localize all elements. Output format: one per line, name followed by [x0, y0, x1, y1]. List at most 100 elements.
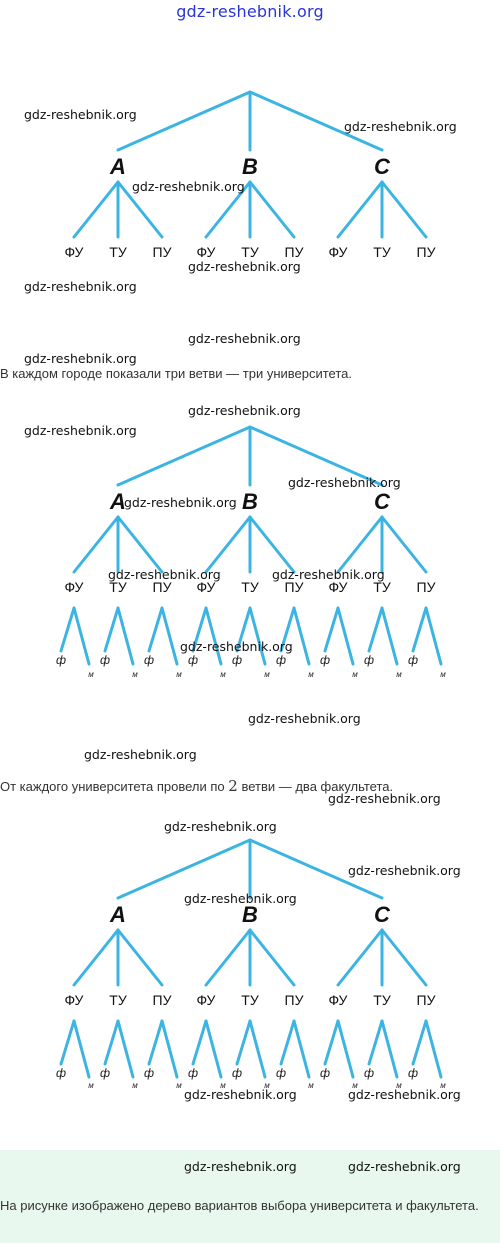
faculty-label: ф — [364, 653, 374, 667]
university-label: ФУ — [329, 244, 348, 260]
university-label: ПУ — [153, 244, 172, 260]
university-label: ТУ — [373, 579, 391, 595]
branch-line-university-faculty — [380, 606, 399, 666]
faculty-label: м — [352, 670, 358, 679]
branch-line-city-university — [72, 515, 120, 574]
faculty-label: м — [220, 1081, 226, 1090]
branch-line-university-faculty — [191, 606, 208, 653]
watermark: gdz-reshebnik.org — [248, 711, 361, 726]
branch-line-city-university — [248, 928, 296, 987]
caption-step-2: От каждого университета провели по 2 вет… — [0, 777, 393, 795]
branch-line-university-faculty — [292, 606, 311, 666]
watermark: gdz-reshebnik.org — [24, 351, 137, 366]
branch-line-university-faculty — [59, 1019, 76, 1066]
faculty-label: м — [440, 670, 446, 679]
university-label: ТУ — [373, 244, 391, 260]
university-label: ФУ — [329, 992, 348, 1008]
branch-line-city-university — [380, 928, 428, 987]
watermark: gdz-reshebnik.org — [184, 1159, 297, 1174]
branch-line-university-faculty — [204, 1019, 223, 1079]
watermark: gdz-reshebnik.org — [188, 403, 301, 418]
faculty-label: м — [396, 670, 402, 679]
watermark: gdz-reshebnik.org — [84, 747, 197, 762]
watermark-top[interactable]: gdz-reshebnik.org — [176, 2, 324, 21]
branch-line-city-university — [72, 180, 120, 239]
faculty-label: ф — [320, 653, 330, 667]
branch-line-university-faculty — [59, 606, 76, 653]
city-label: B — [242, 154, 258, 179]
branch-line-university-faculty — [336, 1019, 355, 1079]
university-label: ТУ — [241, 244, 259, 260]
branch-line-root-city — [116, 838, 252, 900]
faculty-label: ф — [364, 1066, 374, 1080]
branch-line-university-faculty — [292, 1019, 311, 1079]
faculty-label: ф — [232, 653, 242, 667]
branch-line-root-city — [116, 90, 252, 152]
branch-line-city-university — [336, 515, 384, 574]
city-label: A — [109, 154, 126, 179]
watermark: gdz-reshebnik.org — [24, 279, 137, 294]
university-label: ТУ — [373, 992, 391, 1008]
university-label: ПУ — [417, 992, 436, 1008]
faculty-label: м — [176, 670, 182, 679]
branch-line-city-university — [336, 928, 384, 987]
note-text: На рисунке изображено дерево вариантов в… — [0, 1198, 479, 1213]
branch-line-university-faculty — [103, 1019, 120, 1066]
city-label: B — [242, 489, 258, 514]
branch-line-city-university — [204, 928, 252, 987]
faculty-label: ф — [320, 1066, 330, 1080]
branch-line-city-university — [248, 180, 296, 239]
branch-line-root-city — [116, 425, 252, 487]
caption-step-2-before: От каждого университета провели по — [0, 779, 229, 794]
branch-line-city-university — [116, 180, 164, 239]
caption-step-1: В каждом городе показали три ветви — три… — [0, 366, 353, 381]
watermark: gdz-reshebnik.org — [188, 331, 301, 346]
caption-step-2-after: ветви — два факультета. — [237, 779, 394, 794]
university-label: ФУ — [197, 244, 216, 260]
branch-line-city-university — [204, 515, 252, 574]
watermark: gdz-reshebnik.org — [108, 567, 221, 582]
faculty-label: м — [308, 670, 314, 679]
university-label: ТУ — [109, 244, 127, 260]
branch-line-university-faculty — [411, 1019, 428, 1066]
branch-line-university-faculty — [323, 606, 340, 653]
branch-line-university-faculty — [235, 606, 252, 653]
branch-line-university-faculty — [248, 606, 267, 666]
university-label: ФУ — [65, 244, 84, 260]
branch-line-university-faculty — [204, 606, 223, 666]
university-label: ПУ — [153, 579, 172, 595]
faculty-label: м — [176, 1081, 182, 1090]
university-label: ТУ — [109, 992, 127, 1008]
watermark: gdz-reshebnik.org — [184, 1087, 297, 1102]
branch-line-university-faculty — [72, 606, 91, 666]
faculty-label: ф — [56, 653, 66, 667]
university-label: ПУ — [285, 579, 304, 595]
faculty-label: ф — [56, 1066, 66, 1080]
branch-line-university-faculty — [279, 1019, 296, 1066]
city-label: C — [374, 902, 391, 927]
watermark: gdz-reshebnik.org — [348, 1159, 461, 1174]
watermark: gdz-reshebnik.org — [180, 639, 293, 654]
branch-line-university-faculty — [424, 1019, 443, 1079]
city-label: B — [242, 902, 258, 927]
university-label: ПУ — [285, 992, 304, 1008]
branch-line-city-university — [336, 180, 384, 239]
watermark: gdz-reshebnik.org — [124, 495, 237, 510]
faculty-label: ф — [144, 653, 154, 667]
faculty-label: м — [396, 1081, 402, 1090]
branch-line-university-faculty — [103, 606, 120, 653]
watermark: gdz-reshebnik.org — [132, 179, 245, 194]
university-label: ТУ — [241, 579, 259, 595]
watermark: gdz-reshebnik.org — [328, 791, 441, 806]
branch-line-root-city — [248, 425, 384, 487]
faculty-label: ф — [188, 1066, 198, 1080]
branch-line-university-faculty — [248, 1019, 267, 1079]
faculty-label: м — [352, 1081, 358, 1090]
watermark: gdz-reshebnik.org — [288, 475, 401, 490]
university-label: ФУ — [65, 579, 84, 595]
branch-line-city-university — [204, 180, 252, 239]
university-label: ТУ — [109, 579, 127, 595]
branch-line-university-faculty — [323, 1019, 340, 1066]
